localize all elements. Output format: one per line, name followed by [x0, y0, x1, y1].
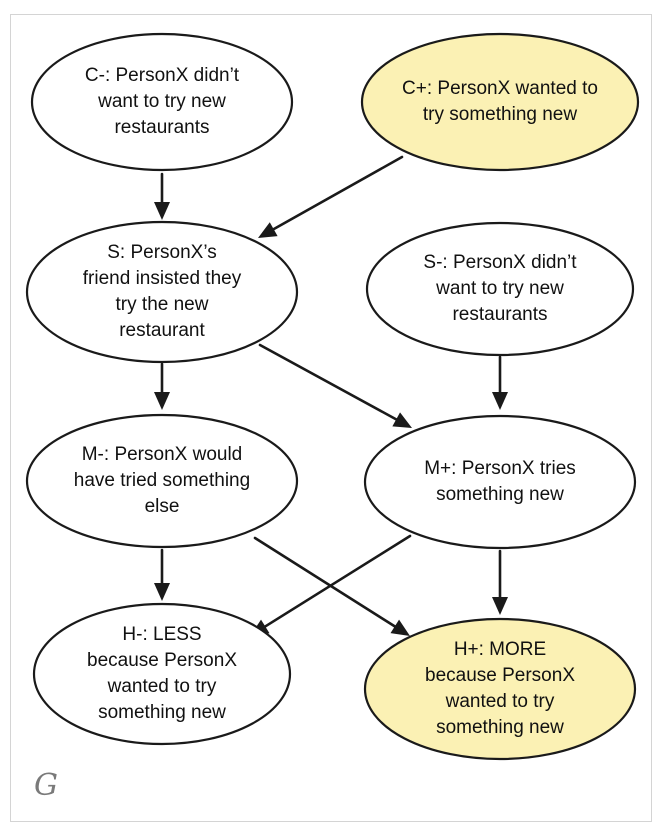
node-label-line: have tried something [74, 470, 250, 491]
edge-line [253, 536, 397, 628]
node-label-line: something new [436, 717, 564, 738]
edge-s-to-m_plus [258, 343, 412, 428]
node-label-line: C-: PersonX didn’t [85, 65, 240, 86]
node-label-line: something new [98, 702, 226, 723]
arrowhead-icon [154, 202, 170, 220]
node-s: S: PersonX’s friend insisted they try the … [25, 220, 299, 364]
node-label-line: wanted to try [445, 691, 555, 712]
arrowhead-icon [492, 392, 508, 410]
nodes-layer: C-: PersonX didn’t want to try new restaur… [25, 32, 640, 761]
node-ellipse [30, 32, 294, 172]
node-label-line: something new [436, 484, 564, 505]
node-label-line: M-: PersonX would [82, 444, 243, 465]
node-label-line: because PersonX [87, 650, 237, 671]
arrowhead-icon [492, 597, 508, 615]
arrowhead-icon [392, 412, 412, 428]
node-c-minus: C-: PersonX didn’t want to try new restaur… [30, 32, 294, 172]
node-label-line: M+: PersonX tries [424, 458, 576, 479]
node-ellipse [32, 602, 292, 746]
node-m-minus: M-: PersonX would have tried something els… [25, 413, 299, 549]
node-label-line: want to try new [435, 278, 564, 299]
node-label-line: want to try new [97, 91, 226, 112]
edge-c_plus-to-s [258, 155, 404, 238]
node-ellipse [360, 32, 640, 172]
node-ellipse [365, 221, 635, 357]
node-label-line: restaurants [114, 117, 209, 138]
edge-line [258, 343, 398, 421]
node-label-line: C+: PersonX wanted to [402, 78, 598, 99]
node-label-line: restaurants [452, 304, 547, 325]
edge-m_minus-to-h_plus [253, 536, 410, 636]
arrowhead-icon [258, 222, 278, 238]
arrowhead-icon [154, 392, 170, 410]
node-ellipse [363, 414, 637, 550]
node-m-plus: M+: PersonX tries something new [363, 414, 637, 550]
node-label-line: wanted to try [107, 676, 217, 697]
node-label-line: because PersonX [425, 665, 575, 686]
node-label-line: else [145, 496, 180, 517]
node-ellipse [25, 413, 299, 549]
edges-layer [154, 155, 508, 636]
edge-line [263, 534, 412, 628]
edge-s-to-m_minus [154, 362, 170, 410]
node-label-line: H+: MORE [454, 639, 546, 660]
node-label-line: S: PersonX’s [107, 242, 216, 263]
node-c-plus: C+: PersonX wanted to try something new [360, 32, 640, 172]
g-logo-icon: G [34, 768, 58, 803]
edge-m_plus-to-h_plus [492, 549, 508, 615]
arrowhead-icon [390, 619, 410, 636]
node-label-line: try something new [423, 104, 577, 125]
edge-c_minus-to-s [154, 172, 170, 220]
edge-m_minus-to-h_minus [154, 548, 170, 601]
node-label-line: restaurant [119, 320, 205, 341]
node-s-minus: S-: PersonX didn’t want to try new restaur… [365, 221, 635, 357]
edge-line [272, 155, 404, 231]
node-h-minus: H-: LESS because PersonX wanted to try some… [32, 602, 292, 746]
edge-s_minus-to-m_plus [492, 355, 508, 410]
node-label-line: friend insisted they [83, 268, 242, 289]
node-label-line: H-: LESS [122, 624, 201, 645]
node-label-line: S-: PersonX didn’t [423, 252, 577, 273]
node-ellipse [363, 617, 637, 761]
arrowhead-icon [154, 583, 170, 601]
node-h-plus: H+: MORE because PersonX wanted to try some… [363, 617, 637, 761]
node-label-line: try the new [116, 294, 209, 315]
node-ellipse [25, 220, 299, 364]
